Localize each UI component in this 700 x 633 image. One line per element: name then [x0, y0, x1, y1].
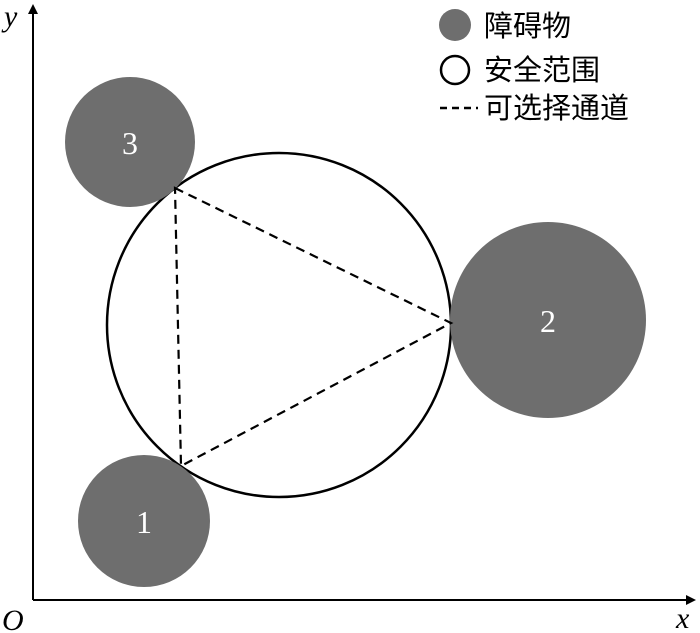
legend-safe-zone-icon	[439, 54, 471, 86]
x-axis-label: x	[675, 602, 690, 633]
obstacle-3-label: 3	[122, 125, 138, 161]
obstacle-1-label: 1	[136, 504, 152, 540]
legend-safe-zone-label: 安全范围	[484, 53, 600, 87]
obstacle-3	[65, 77, 195, 207]
obstacle-2-label: 2	[540, 303, 556, 339]
obstacle-1	[78, 455, 210, 587]
channel-triangle	[173, 186, 454, 468]
legend-obstacle-icon	[439, 9, 471, 41]
legend-obstacle-label: 障碍物	[484, 9, 571, 43]
legend: 障碍物 安全范围 可选择通道	[439, 9, 629, 125]
y-axis-label: y	[1, 0, 18, 33]
obstacle-2	[450, 222, 646, 418]
legend-channel-label: 可选择通道	[484, 91, 629, 125]
origin-label: O	[2, 604, 24, 633]
safe-zone-circle	[105, 151, 453, 499]
